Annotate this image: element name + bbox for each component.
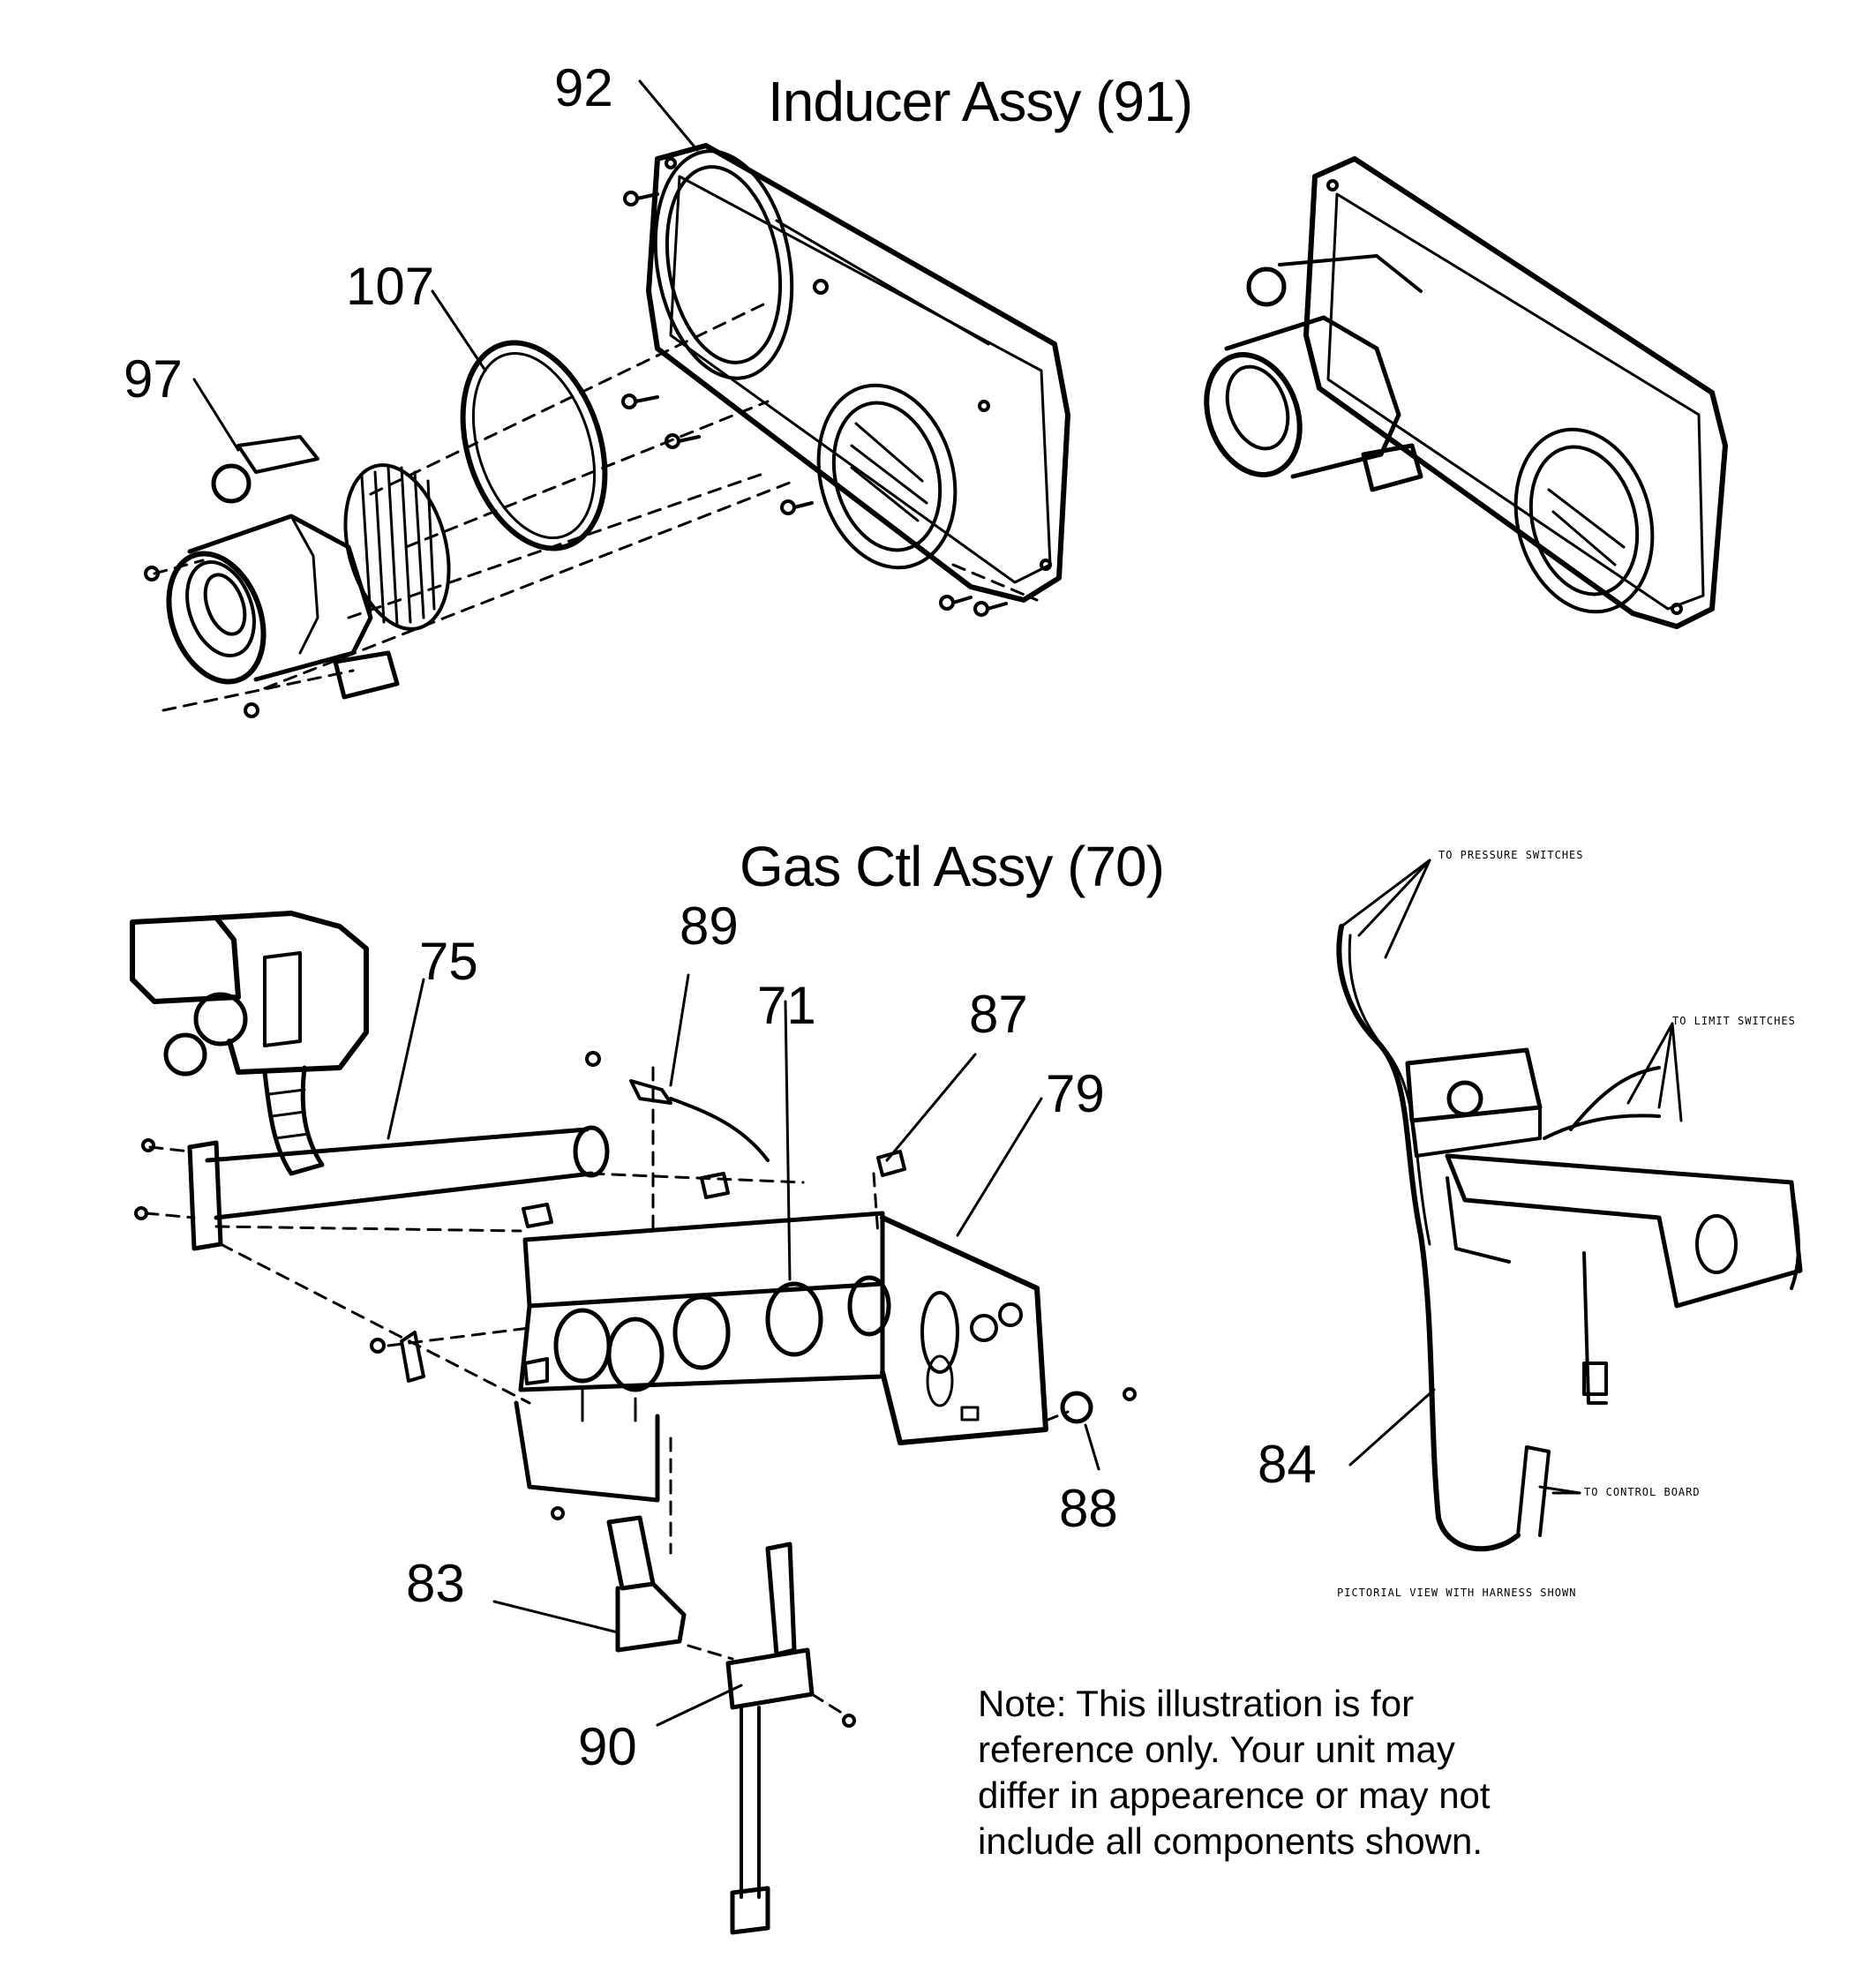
gasket-ring <box>460 340 608 551</box>
callout-71: 71 <box>757 976 816 1035</box>
callout-87: 87 <box>969 985 1028 1044</box>
gas-assembly-lines <box>144 1066 1070 1718</box>
callout-79: 79 <box>1046 1064 1105 1123</box>
wiring-harness-view <box>1336 859 1803 1552</box>
harness-label-pressure-switches: TO PRESSURE SWITCHES <box>1438 849 1584 861</box>
reference-note: Note: This illustration is for reference… <box>978 1681 1596 1864</box>
gas-control-assembly-title: Gas Ctl Assy (70) <box>740 835 1165 898</box>
inducer-motor <box>166 435 451 700</box>
callout-92: 92 <box>554 58 613 117</box>
callout-leaders <box>192 79 1436 1727</box>
inducer-assembly-title: Inducer Assy (91) <box>768 70 1193 133</box>
callout-89: 89 <box>680 896 739 956</box>
manifold-pipe <box>187 1125 610 1251</box>
callout-97: 97 <box>124 349 183 409</box>
callout-90: 90 <box>578 1717 637 1776</box>
inducer-assembly-lines <box>153 303 1039 712</box>
note-line-3: differ in appearence or may not <box>978 1774 1491 1816</box>
note-line-4: include all components shown. <box>978 1820 1483 1862</box>
harness-caption: PICTORIAL VIEW WITH HARNESS SHOWN <box>1337 1587 1577 1599</box>
callout-83: 83 <box>406 1554 465 1613</box>
igniter-parts <box>606 1515 815 1935</box>
harness-label-limit-switches: TO LIMIT SWITCHES <box>1672 1015 1796 1027</box>
callout-107: 107 <box>346 257 435 316</box>
callout-75: 75 <box>419 932 478 991</box>
inducer-screws <box>144 191 1008 718</box>
burner-assembly <box>514 1211 1048 1503</box>
callout-88: 88 <box>1059 1479 1118 1538</box>
inducer-housing-plate <box>646 143 1070 603</box>
harness-label-control-board: TO CONTROL BOARD <box>1584 1486 1701 1498</box>
note-line-1: Note: This illustration is for <box>978 1683 1415 1724</box>
callout-84: 84 <box>1258 1435 1317 1494</box>
gas-valve <box>130 911 369 1176</box>
inducer-assembled-view <box>1204 156 1728 629</box>
note-line-2: reference only. Your unit may <box>978 1729 1455 1770</box>
